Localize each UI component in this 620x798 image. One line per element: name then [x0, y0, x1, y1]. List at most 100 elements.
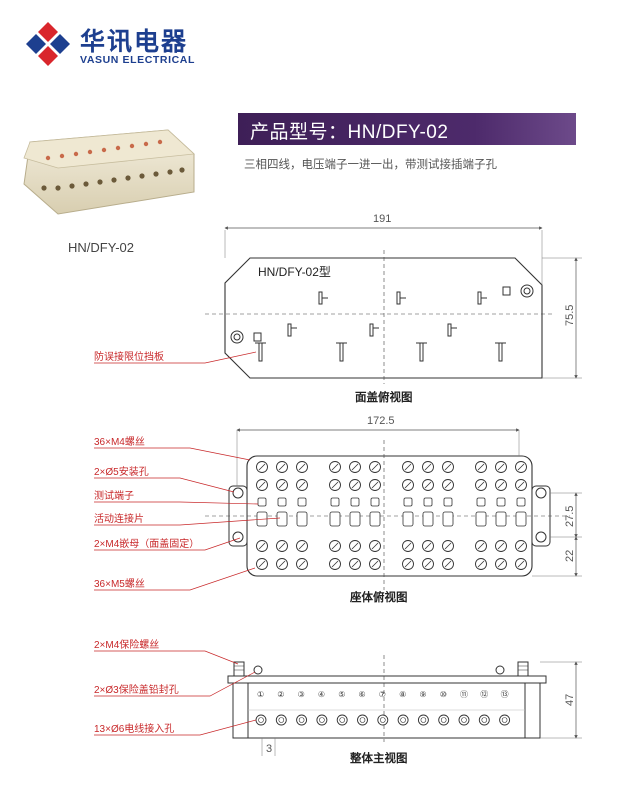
- screw-slot: [477, 463, 485, 471]
- screw-slot: [258, 481, 266, 489]
- base-screw-grid: [256, 461, 527, 570]
- test-terminal: [476, 497, 486, 507]
- test-terminal: [277, 497, 287, 507]
- screw-slot: [497, 463, 505, 471]
- test-terminal: [257, 497, 267, 507]
- base-view: 172.5 27.5 22 36×M4螺丝 2×Ø5安装孔 测试端子 活动连接片…: [94, 415, 582, 604]
- wire-hole: [275, 714, 287, 726]
- test-terminal: [403, 497, 413, 507]
- front-view-title: 整体主视图: [349, 751, 408, 765]
- top-cover-model-label: HN/DFY-02型: [258, 265, 331, 279]
- screw-slot: [331, 560, 339, 568]
- callout-safety-screws: 2×M4保险螺丝: [94, 638, 159, 651]
- terminal-number: ③: [298, 690, 305, 699]
- screw-slot: [517, 481, 525, 489]
- screw-slot: [477, 481, 485, 489]
- screw-slot: [331, 463, 339, 471]
- callout-m4-screws: 36×M4螺丝: [94, 436, 145, 448]
- screw-slot: [278, 481, 286, 489]
- wire-hole: [357, 714, 368, 726]
- screw-slot: [424, 463, 432, 471]
- vasun-logo-icon: [26, 22, 70, 66]
- connecting-plate: [475, 511, 487, 527]
- screw-slot: [371, 542, 379, 550]
- screw-slot: [444, 542, 452, 550]
- connecting-plate: [276, 511, 288, 527]
- callout-m5-screws: 36×M5螺丝: [94, 578, 145, 590]
- terminal-number: ⑪: [460, 690, 468, 699]
- terminal-number: ⑫: [480, 690, 488, 699]
- screw-slot: [371, 481, 379, 489]
- connecting-plate: [422, 511, 434, 527]
- screw-slot: [497, 560, 505, 568]
- wire-hole: [397, 714, 409, 726]
- wire-hole-inner: [258, 717, 264, 723]
- wire-hole: [417, 714, 429, 726]
- wire-hole: [458, 714, 470, 726]
- terminal-number: ①: [257, 690, 264, 699]
- screw-slot: [477, 542, 485, 550]
- wire-hole-inner: [440, 717, 447, 723]
- base-view-title: 座体俯视图: [349, 590, 408, 604]
- wire-hole: [316, 714, 328, 726]
- screw-slot: [424, 542, 432, 550]
- wire-hole-inner: [278, 717, 285, 723]
- front-height-dim: 47: [564, 694, 576, 706]
- screw-slot: [404, 560, 412, 568]
- connecting-plate: [369, 511, 381, 527]
- terminal-number: ⑤: [338, 690, 345, 699]
- connecting-plate: [515, 511, 527, 527]
- test-terminal: [330, 497, 340, 507]
- screw-slot: [351, 542, 359, 550]
- photo-caption: HN/DFY-02: [68, 240, 134, 255]
- screw-slot: [444, 463, 452, 471]
- screw-slot: [404, 481, 412, 489]
- screw-slot: [477, 560, 485, 568]
- connecting-plate: [329, 511, 341, 527]
- terminal-number: ④: [318, 690, 325, 699]
- screw-slot: [424, 560, 432, 568]
- wire-hole-inner: [379, 717, 386, 723]
- base-dim-right-2: 22: [564, 550, 576, 562]
- top-cover-view-title: 面盖俯视图: [355, 390, 413, 404]
- screw-slot: [298, 542, 306, 550]
- screw-slot: [497, 481, 505, 489]
- connecting-plate: [495, 511, 507, 527]
- front-bottom-dim: 3: [266, 743, 272, 755]
- screw-slot: [517, 560, 525, 568]
- wire-hole-inner: [420, 717, 427, 723]
- base-width-dim: 172.5: [367, 415, 395, 427]
- product-photo: [23, 129, 195, 215]
- brand-name-en: VASUN ELECTRICAL: [80, 54, 195, 66]
- wire-hole-inner: [501, 717, 508, 723]
- wire-hole: [296, 714, 308, 726]
- test-terminal: [443, 497, 453, 507]
- wire-hole: [336, 714, 348, 726]
- terminal-number: ⑬: [501, 690, 509, 699]
- screw-slot: [497, 542, 505, 550]
- connecting-plate: [442, 511, 454, 527]
- screw-slot: [351, 560, 359, 568]
- callout-wire-holes: 13×Ø6电线接入孔: [94, 722, 174, 735]
- callout-seal-holes: 2×Ø3保险盖铅封孔: [94, 683, 179, 696]
- wire-hole: [255, 714, 267, 726]
- wire-hole-inner: [339, 717, 346, 723]
- terminal-number: ⑨: [419, 690, 426, 699]
- callout-limit-baffle: 防误接限位挡板: [94, 350, 164, 363]
- wire-hole: [377, 714, 389, 726]
- terminal-number: ⑦: [379, 690, 386, 699]
- model-title-bar: 产品型号：HN/DFY-02: [238, 113, 576, 145]
- base-dim-right-1: 27.5: [564, 506, 576, 527]
- screw-slot: [404, 542, 412, 550]
- terminal-number: ⑧: [399, 690, 406, 699]
- wire-hole-inner: [481, 717, 488, 723]
- screw-slot: [371, 560, 379, 568]
- screw-slot: [351, 463, 359, 471]
- test-terminal: [423, 497, 433, 507]
- connecting-plate: [402, 511, 414, 527]
- screw-slot: [444, 560, 452, 568]
- wire-hole-inner: [359, 717, 366, 723]
- model-title: 产品型号：HN/DFY-02: [250, 122, 449, 143]
